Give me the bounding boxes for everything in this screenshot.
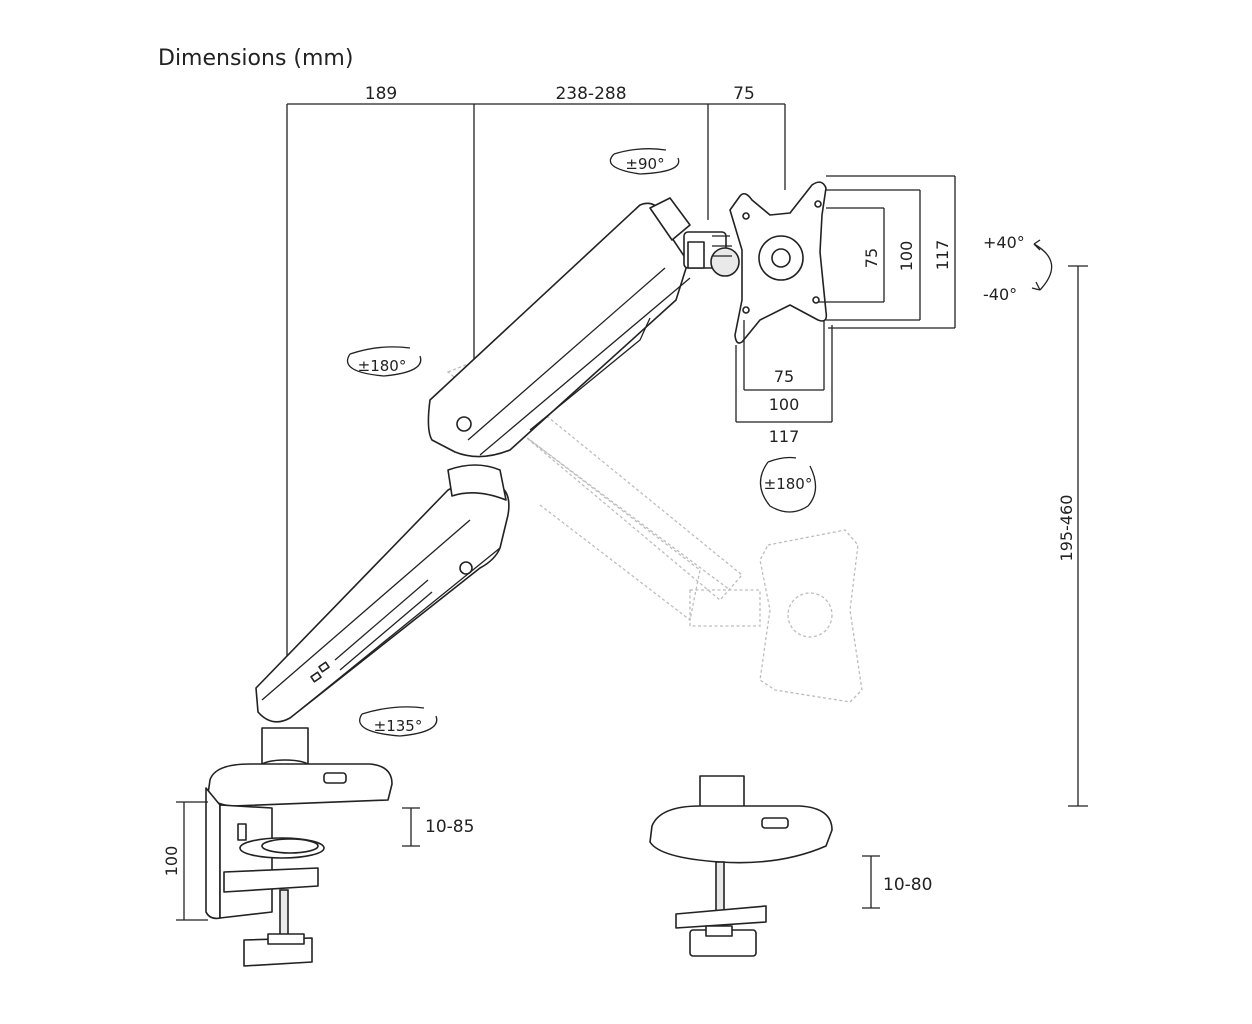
clamp-desk-thickness-dim: 10-85 — [402, 807, 474, 847]
svg-text:10-85: 10-85 — [425, 817, 474, 837]
rotation-screen: ±180° — [759, 456, 817, 513]
vesa-h-mid: 100 — [769, 395, 800, 414]
lower-arm — [255, 464, 510, 723]
ghost-lowered-arm — [446, 359, 863, 703]
rotation-head-swivel: ±90° — [609, 148, 680, 175]
clamp-height-dim: 100 — [162, 801, 208, 921]
upper-arm — [427, 197, 691, 458]
tilt-down-label: -40° — [983, 285, 1017, 304]
tilt-head — [683, 231, 740, 277]
vesa-h-outer: 117 — [769, 427, 800, 446]
clamp-mount — [205, 727, 393, 967]
vesa-horizontal-dims: 75 100 117 — [735, 320, 833, 446]
vesa-vertical-dims: 75 100 117 — [818, 175, 956, 329]
top-dimensions: 189 238-288 75 — [286, 84, 786, 690]
vesa-plate — [729, 181, 828, 344]
height-range-dim: 195-460 — [1057, 265, 1088, 807]
svg-text:±135°: ±135° — [374, 717, 423, 735]
dim-base-to-elbow: 189 — [365, 84, 397, 104]
diagram-title: Dimensions (mm) — [158, 46, 353, 71]
rotation-base: ±135° — [359, 706, 438, 737]
svg-text:195-460: 195-460 — [1057, 495, 1076, 562]
svg-text:±90°: ±90° — [625, 155, 664, 173]
tilt-up-label: +40° — [983, 233, 1025, 252]
dim-upper-arm: 238-288 — [555, 84, 626, 104]
vesa-v-inner: 75 — [862, 248, 881, 268]
svg-text:100: 100 — [162, 846, 181, 877]
grommet-mount — [649, 775, 833, 957]
svg-text:10-80: 10-80 — [883, 875, 932, 895]
svg-text:±180°: ±180° — [764, 475, 813, 493]
vesa-v-outer: 117 — [933, 240, 952, 271]
dim-head: 75 — [733, 84, 755, 104]
vesa-v-mid: 100 — [897, 241, 916, 272]
grommet-desk-thickness-dim: 10-80 — [862, 855, 932, 909]
vesa-h-inner: 75 — [774, 367, 794, 386]
rotation-tilt: +40° -40° — [983, 233, 1053, 304]
rotation-elbow: ±180° — [346, 346, 422, 377]
svg-text:±180°: ±180° — [358, 357, 407, 375]
